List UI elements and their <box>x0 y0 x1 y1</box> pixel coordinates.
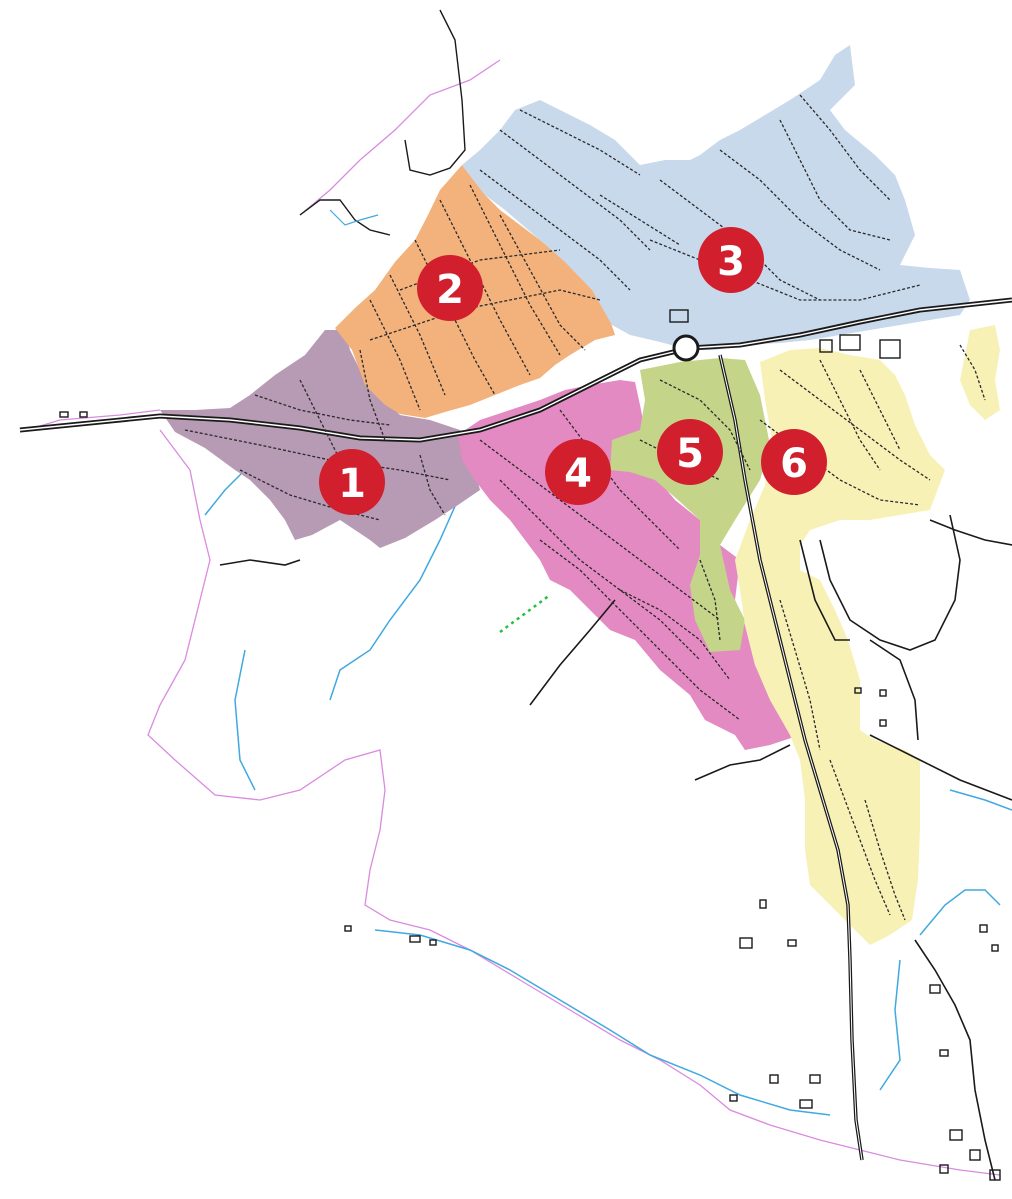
zone-3[interactable] <box>462 45 970 350</box>
zone-marker-3-label: 3 <box>717 239 745 285</box>
zone-1[interactable] <box>160 330 480 548</box>
footpath <box>499 593 551 634</box>
zone-4[interactable] <box>458 380 800 750</box>
zone-marker-6-label: 6 <box>780 441 808 487</box>
road-network <box>219 514 1012 1181</box>
zone-marker-2-label: 2 <box>436 267 464 313</box>
road-northwest <box>299 9 466 236</box>
zone-marker-6[interactable]: 6 <box>761 429 827 495</box>
zone-marker-5[interactable]: 5 <box>657 419 723 485</box>
zone-marker-1-label: 1 <box>338 461 366 507</box>
urban-fabric <box>184 94 986 921</box>
zone-6[interactable] <box>735 348 945 945</box>
zone-marker-2[interactable]: 2 <box>417 255 483 321</box>
water-course-east <box>879 789 1012 1091</box>
roundabout <box>672 334 700 362</box>
main-road-south-inner <box>719 354 863 1161</box>
zone-marker-3[interactable]: 3 <box>698 227 764 293</box>
railway-line-inner <box>19 299 1012 441</box>
zone-marker-5-label: 5 <box>676 431 704 477</box>
stream-north <box>329 209 379 226</box>
zone-5[interactable] <box>610 358 770 652</box>
zone-marker-4-label: 4 <box>564 451 592 497</box>
outlying-buildings <box>59 309 1001 1181</box>
zone-marker-4[interactable]: 4 <box>545 439 611 505</box>
water-course-south <box>374 929 831 1116</box>
zone-6-east-patch[interactable] <box>960 325 1000 420</box>
water-course-west <box>204 469 461 791</box>
zone-marker-1[interactable]: 1 <box>319 449 385 515</box>
